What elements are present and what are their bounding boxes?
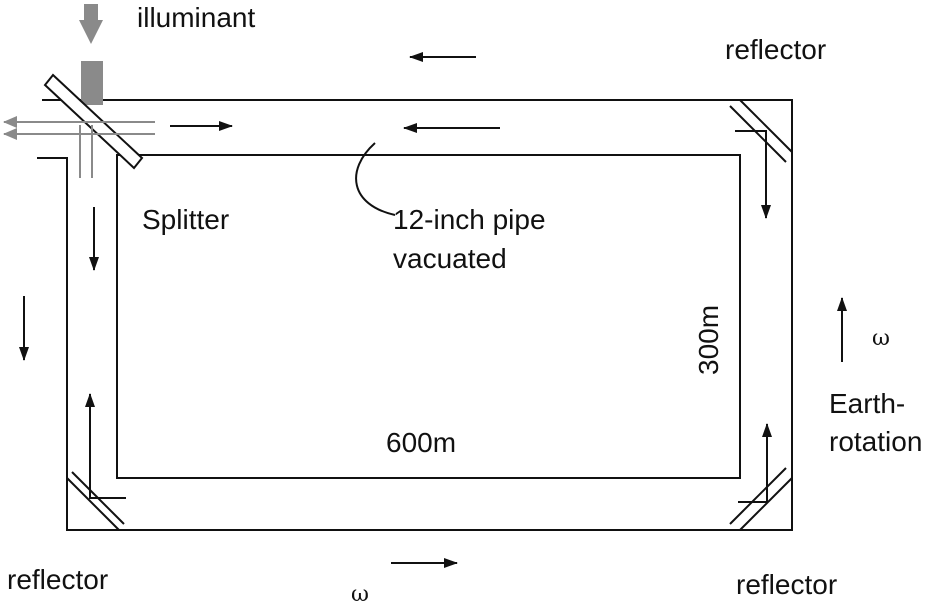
beam-right-up-arrow	[738, 423, 772, 503]
beam-right-down-arrow	[735, 130, 771, 219]
vacuum-pipe	[37, 99, 793, 531]
reflector-top-right-mirror	[729, 99, 793, 163]
pipe-label-line1: 12-inch pipe	[393, 204, 546, 235]
beam-paths	[85, 121, 772, 503]
pipe-inner-wall	[116, 154, 741, 479]
splitter-output-rays	[3, 116, 155, 178]
reflector-bottom-right-label: reflector	[736, 569, 837, 600]
width-label: 300m	[693, 305, 724, 375]
reflector-bottom-left-label: reflector	[7, 564, 108, 595]
pipe-outer-wall	[37, 99, 793, 531]
pipe-label-leader	[355, 142, 396, 216]
beam-left-up-arrow	[85, 393, 126, 499]
illuminant-source	[79, 4, 103, 105]
earth-rotation-label-line2: rotation	[829, 426, 922, 457]
illuminant-lamp	[81, 61, 103, 105]
splitter-label: Splitter	[142, 204, 229, 235]
omega-right-label: ω	[872, 326, 890, 351]
illuminant-label: illuminant	[137, 2, 255, 33]
rotation-arrows	[19, 52, 847, 568]
reflector-bottom-right-mirror	[729, 467, 793, 531]
reflector-bottom-left-mirror	[66, 471, 125, 531]
omega-bottom-label: ω	[351, 582, 369, 607]
pipe-label-line2: vacuated	[393, 243, 507, 274]
length-label: 600m	[386, 427, 456, 458]
illuminant-down-arrow-icon	[79, 4, 103, 44]
earth-rotation-label-line1: Earth-	[829, 388, 905, 419]
reflector-top-right-label: reflector	[725, 34, 826, 65]
